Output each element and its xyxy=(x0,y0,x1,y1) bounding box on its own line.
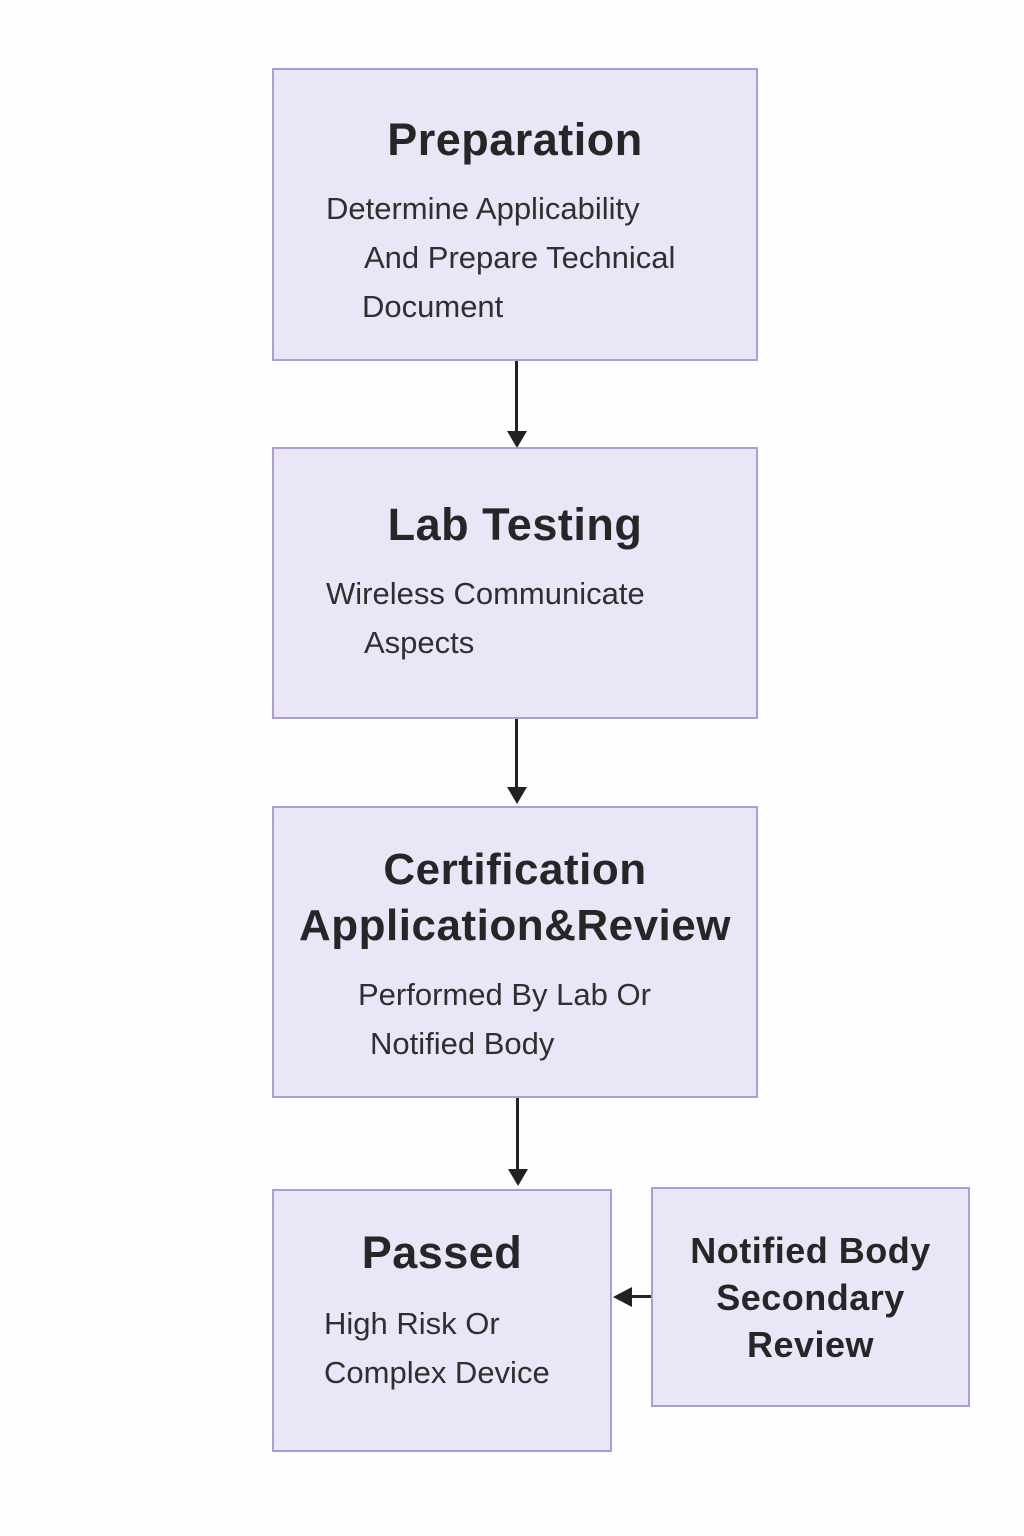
node-preparation: Preparation Determine Applicability And … xyxy=(272,68,758,361)
subtitle-line: And Prepare Technical xyxy=(364,240,676,275)
subtitle-line: Document xyxy=(362,289,504,324)
node-lab-testing-title: Lab Testing xyxy=(387,499,643,550)
title-line: Secondary xyxy=(716,1276,905,1318)
arrow-left-icon xyxy=(613,1287,632,1307)
subtitle-line: Determine Applicability xyxy=(326,191,640,226)
node-certification-application-review: Certification Application&Review Perform… xyxy=(272,806,758,1098)
title-line: Notified Body xyxy=(690,1229,931,1271)
subtitle-line: Wireless Communicate xyxy=(326,576,645,611)
node-passed: Passed High Risk Or Complex Device xyxy=(272,1189,612,1452)
node-lab-testing: Lab Testing Wireless Communicate Aspects xyxy=(272,447,758,719)
title-line: Review xyxy=(746,1323,875,1365)
subtitle-line: High Risk Or xyxy=(324,1306,500,1341)
node-lab-testing-subtitle: Wireless Communicate Aspects xyxy=(274,569,756,667)
arrow-preparation-to-labtesting-line xyxy=(515,361,518,432)
subtitle-line: Complex Device xyxy=(324,1355,550,1390)
node-preparation-title: Preparation xyxy=(387,114,643,165)
arrow-labtesting-to-certification-line xyxy=(515,719,518,788)
node-preparation-subtitle: Determine Applicability And Prepare Tech… xyxy=(274,184,756,331)
title-line: Certification xyxy=(383,845,647,894)
node-certification-subtitle: Performed By Lab Or Notified Body xyxy=(274,970,756,1068)
subtitle-line: Performed By Lab Or xyxy=(358,977,651,1012)
arrow-certification-to-passed-line xyxy=(516,1098,519,1170)
node-certification-title: Certification Application&Review xyxy=(274,842,756,954)
subtitle-line: Aspects xyxy=(364,625,475,660)
node-notified-body-secondary-review: Notified Body Secondary Review xyxy=(651,1187,970,1407)
arrow-down-icon xyxy=(508,1169,528,1186)
node-review-title: Notified Body Secondary Review xyxy=(690,1227,930,1368)
subtitle-line: Notified Body xyxy=(370,1026,555,1061)
node-passed-subtitle: High Risk Or Complex Device xyxy=(274,1299,610,1397)
arrow-down-icon xyxy=(507,787,527,804)
arrow-down-icon xyxy=(507,431,527,448)
arrow-review-to-passed-line xyxy=(631,1295,651,1298)
title-line: Application&Review xyxy=(299,901,731,950)
node-passed-title: Passed xyxy=(361,1227,523,1278)
